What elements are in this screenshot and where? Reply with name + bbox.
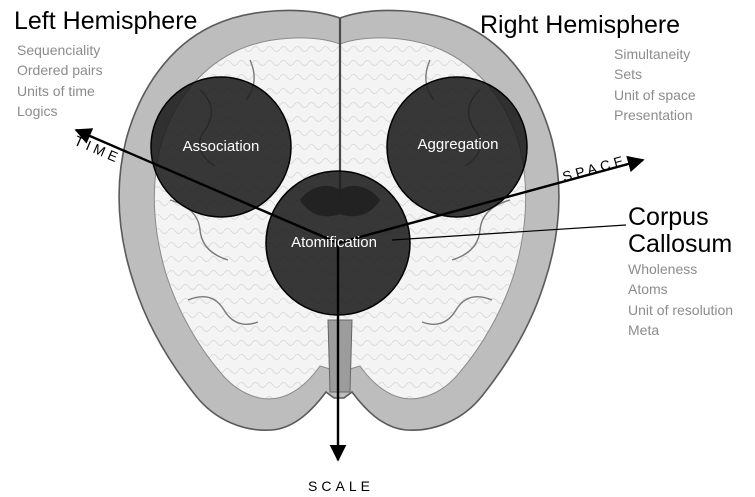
list-item: Logics (17, 101, 103, 121)
list-item: Wholeness (628, 259, 733, 279)
brainstem (328, 320, 352, 392)
list-item: Unit of space (614, 85, 696, 105)
list-item: Simultaneity (614, 44, 696, 64)
aggregation-label: Aggregation (388, 136, 528, 154)
corpus-callosum-title-line1: Corpus (628, 204, 709, 231)
left-hemisphere-title: Left Hemisphere (14, 6, 197, 36)
association-label: Association (151, 138, 291, 156)
right-hemisphere-list: Simultaneity Sets Unit of space Presenta… (614, 44, 696, 125)
list-item: Units of time (17, 81, 103, 101)
list-item: Ordered pairs (17, 60, 103, 80)
space-axis-label: SPACE (561, 152, 629, 185)
list-item: Presentation (614, 105, 696, 125)
corpus-callosum-list: Wholeness Atoms Unit of resolution Meta (628, 259, 733, 340)
list-item: Unit of resolution (628, 300, 733, 320)
scale-axis-label: SCALE (308, 478, 374, 494)
corpus-callosum-title-line2: Callosum (628, 231, 732, 258)
list-item: Atoms (628, 279, 733, 299)
right-hemisphere-title: Right Hemisphere (480, 10, 680, 40)
list-item: Sequenciality (17, 40, 103, 60)
list-item: Meta (628, 320, 733, 340)
atomification-label: Atomification (264, 234, 404, 252)
left-hemisphere-list: Sequenciality Ordered pairs Units of tim… (17, 40, 103, 121)
list-item: Sets (614, 64, 696, 84)
time-axis-label: TIME (72, 132, 124, 166)
